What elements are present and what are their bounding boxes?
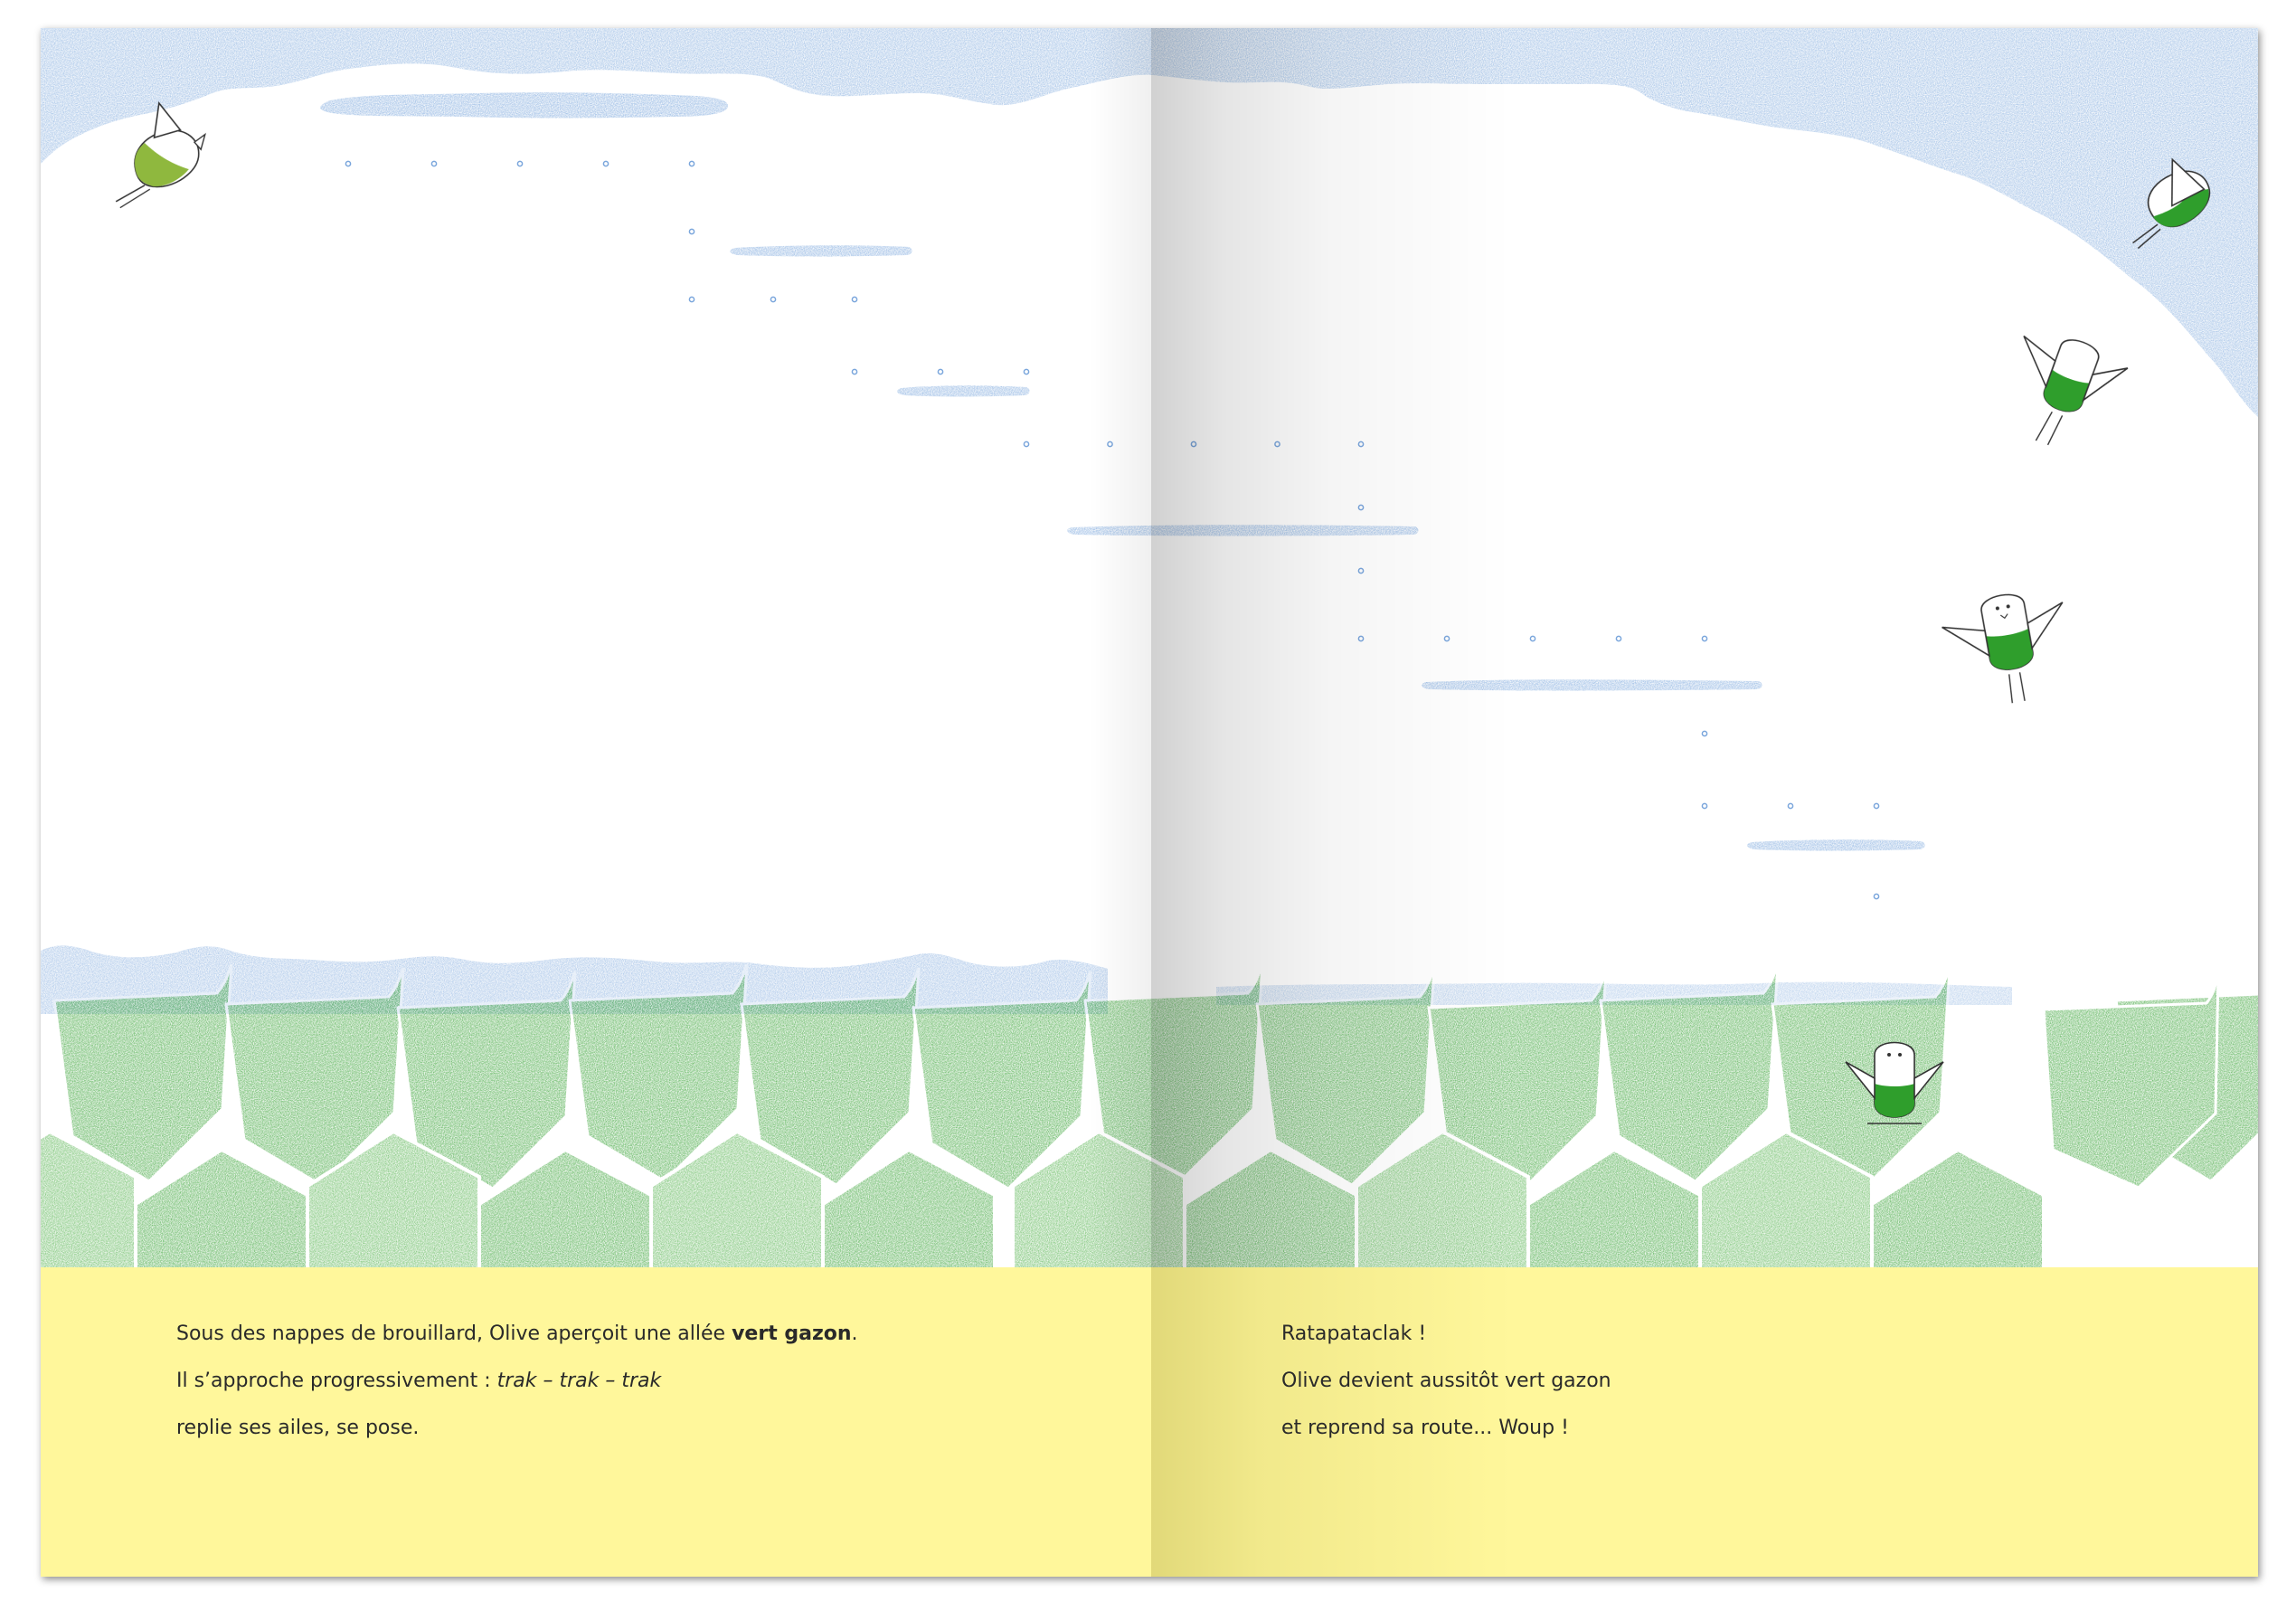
flight-dot (1274, 441, 1280, 448)
flight-dot (1357, 567, 1365, 574)
flight-dot (1873, 802, 1880, 810)
flight-dot (430, 160, 438, 167)
sky-clouds (41, 28, 2258, 1014)
left-line-1-text: Sous des nappes de brouillard, Olive ape… (176, 1322, 732, 1345)
grass-tile-top (740, 967, 921, 1187)
grass-tile-top (396, 971, 577, 1190)
flight-dot (1023, 368, 1030, 375)
flight-dot (937, 368, 944, 375)
flight-dot (1107, 441, 1113, 448)
grass-tile-top (52, 963, 233, 1183)
flight-dot (345, 160, 352, 167)
cloud-top-band (41, 28, 2258, 417)
bird-right-2 (2023, 335, 2129, 446)
flight-dot (1615, 635, 1622, 642)
flight-dot (688, 160, 695, 167)
right-line-3: et reprend sa route... Woup ! (1281, 1417, 1569, 1439)
cloud-strip-left (320, 92, 728, 118)
flight-dot (851, 368, 858, 375)
left-line-1-end: . (851, 1322, 858, 1345)
grass-tile-top (1255, 967, 1436, 1187)
left-line-1-bold: vert gazon (732, 1322, 852, 1345)
flight-dot (1357, 635, 1365, 642)
flight-dot (688, 296, 695, 303)
left-line-2: Il s’approche progressivement : trak – t… (176, 1358, 858, 1405)
flight-dot (1701, 802, 1708, 810)
flight-dot (1190, 441, 1197, 448)
flight-path-dots (345, 160, 1880, 900)
left-line-2-italic: trak – trak – trak (496, 1370, 662, 1392)
flight-dot (1443, 635, 1450, 642)
grass-tile-top (224, 967, 405, 1187)
flight-dot (1529, 635, 1536, 642)
flight-dot (1701, 635, 1708, 642)
flight-dot (516, 160, 524, 167)
grass-tile-top (912, 971, 1092, 1190)
flight-dot (1357, 504, 1365, 511)
grass-tile-top (568, 963, 749, 1183)
flight-dot (602, 160, 609, 167)
flight-dot (1873, 893, 1880, 900)
grass-tile-top (1083, 963, 1264, 1183)
right-page-text: Ratapataclak ! Olive devient aussitôt ve… (1281, 1311, 1611, 1452)
cloud-strip-mid-3 (1067, 525, 1419, 536)
grass-tiles (41, 963, 2258, 1314)
bird-olive-top-left (115, 101, 206, 209)
left-line-3: replie ses ailes, se pose. (176, 1417, 420, 1439)
right-line-2: Olive devient aussitôt vert gazon (1281, 1370, 1611, 1392)
flight-dot (688, 228, 695, 235)
flight-dot (851, 296, 858, 303)
bird-right-1 (2132, 157, 2210, 250)
left-line-2-text: Il s’approche progressivement : (176, 1370, 497, 1392)
bird-landed (1845, 1041, 1944, 1124)
cloud-strip-mid-4 (1422, 679, 1762, 691)
grass-tile-edge (2042, 972, 2220, 1190)
text-band (41, 1267, 2258, 1577)
flight-dot (1023, 441, 1030, 448)
right-line-1: Ratapataclak ! (1281, 1322, 1427, 1345)
bird-right-3 (1942, 593, 2064, 704)
flight-dot (1701, 730, 1708, 737)
flight-dot (1787, 802, 1794, 810)
grass-tile-top (1599, 963, 1780, 1183)
cloud-strip-mid-1 (730, 245, 912, 257)
grass-tile-top (1427, 971, 1608, 1190)
flight-dot (1357, 441, 1365, 448)
left-page-text: Sous des nappes de brouillard, Olive ape… (176, 1311, 858, 1452)
book-spread: Sous des nappes de brouillard, Olive ape… (41, 28, 2258, 1577)
cloud-strip-mid-5 (1747, 839, 1925, 851)
flight-dot (770, 296, 777, 303)
left-line-1: Sous des nappes de brouillard, Olive ape… (176, 1311, 858, 1358)
cloud-strip-mid-2 (897, 385, 1030, 397)
